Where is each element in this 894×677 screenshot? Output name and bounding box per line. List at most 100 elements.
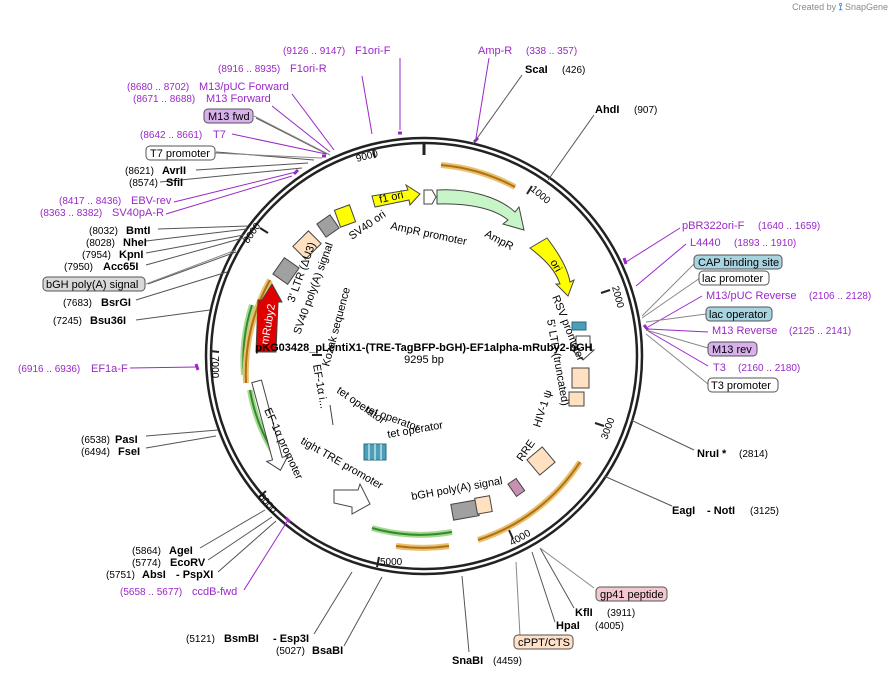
cppt-cts-box: [513, 634, 574, 650]
primer-position: (8417 .. 8436): [59, 196, 121, 207]
leader-line: [647, 330, 709, 367]
leader-line: [291, 93, 335, 151]
enzyme-name: ScaI: [525, 64, 548, 76]
rre-box: [526, 446, 556, 476]
enzyme-name: AhdI: [595, 104, 619, 116]
primer-position: (8916 .. 8935): [218, 64, 280, 75]
enzyme-position: (8574): [129, 178, 158, 189]
enzyme-position: (426): [562, 65, 585, 76]
leader-line: [253, 115, 331, 156]
primer-name: M13/pUC Reverse: [706, 290, 796, 302]
enzyme-position: (6494): [81, 447, 110, 458]
enzyme-name: AvrII: [162, 165, 186, 177]
tick-mark: [258, 490, 267, 498]
enzyme-name: Acc65I: [103, 261, 138, 273]
feature-label: Kozak sequence: [320, 286, 353, 368]
tick-mark: [594, 422, 605, 427]
leader-line: [539, 547, 575, 609]
leader-line: [145, 237, 244, 266]
tick-label: 3000: [599, 416, 617, 441]
enzyme-position: (5774): [132, 558, 161, 569]
mruby2-arrow: [255, 283, 283, 353]
tick-label: 5000: [380, 557, 403, 568]
enzyme-name: BmtI: [126, 225, 150, 237]
leader-line: [472, 74, 523, 145]
leader-line: [145, 234, 245, 254]
box-label: T7 promoter: [150, 148, 210, 160]
leader-line: [147, 251, 237, 285]
primer-name: F1ori-R: [290, 63, 327, 75]
primer-name: M13/pUC Forward: [199, 81, 289, 93]
leader-line: [195, 162, 309, 171]
primer-name: L4440: [690, 237, 721, 249]
cap-binding-site-box: [693, 254, 783, 270]
tick-label: 6000: [256, 492, 279, 516]
primer-position: (2160 .. 2180): [738, 363, 800, 374]
leader-line: [635, 243, 687, 287]
leader-line: [217, 520, 277, 573]
leader-line: [361, 75, 373, 135]
enzyme-position: (8032): [89, 226, 118, 237]
gray-block: [272, 256, 300, 286]
box-label: T3 promoter: [711, 380, 771, 392]
primer-name: ccdB-fwd: [192, 586, 237, 598]
orf-arc-line: [371, 527, 453, 536]
bgh-peach-box: [474, 495, 493, 515]
snapgene-brand-name: SnapGene: [844, 2, 888, 12]
primer-name: EBV-rev: [131, 195, 172, 207]
tet-operator-stack: [363, 443, 387, 461]
enzyme-position: (5751): [106, 570, 135, 581]
leader-line: [641, 277, 701, 319]
ltr-box: [571, 367, 590, 389]
leader-line: [145, 249, 237, 285]
enzyme-name: NruI *: [697, 448, 727, 460]
orf-arc-line: [395, 545, 450, 549]
leader-line: [547, 114, 595, 181]
leader-line: [165, 175, 293, 215]
enzyme-position: (5121): [186, 634, 215, 645]
orf-arc: [440, 162, 517, 190]
leader-line: [645, 313, 707, 323]
orf-arcs: [240, 162, 583, 551]
leader-line: [461, 575, 470, 653]
ef1a-promoter-arrow: [251, 379, 289, 471]
leader-line: [603, 475, 673, 507]
enzyme-position: (7954): [82, 250, 111, 261]
primer-name: M13 Forward: [206, 93, 271, 105]
feature-label: AmpR promoter: [389, 220, 468, 248]
leader-line: [159, 167, 303, 183]
leader-line: [255, 117, 328, 155]
feature-label: EF-1α i...: [310, 363, 330, 409]
backbone-outer-strand: [204, 136, 644, 576]
leader-line: [145, 228, 248, 242]
enzyme-name: NheI: [123, 237, 147, 249]
enzyme-position: (3125): [750, 506, 779, 517]
enzyme-name: SfiI: [166, 177, 183, 189]
gp41-box: [507, 477, 526, 498]
enzyme-position: (5027): [276, 646, 305, 657]
primer-position: (6916 .. 6936): [18, 364, 80, 375]
tick-mark: [600, 289, 611, 294]
box-label: lac operator: [709, 309, 767, 321]
box-label: CAP binding site: [698, 257, 779, 269]
tick-mark: [508, 529, 514, 540]
primer-position: (8671 .. 8688): [133, 94, 195, 105]
leader-line: [475, 57, 490, 139]
enzyme-name: - Esp3I: [273, 633, 309, 645]
m13-rev-box: [707, 341, 758, 357]
leader-line: [157, 225, 249, 230]
enzyme-name: Bsu36I: [90, 315, 126, 327]
tick-mark: [376, 556, 380, 568]
feature-label: f1 ori: [378, 189, 404, 206]
leader-line: [173, 171, 297, 203]
primer-position: (8680 .. 8702): [127, 82, 189, 93]
leader-line: [129, 366, 198, 369]
leader-line: [135, 271, 228, 301]
tick-mark: [372, 148, 376, 159]
enzyme-name: - PspXI: [176, 569, 213, 581]
primer-position: (8363 .. 8382): [40, 208, 102, 219]
primer-name: M13 Reverse: [712, 325, 777, 337]
box-label: M13 fwd: [208, 111, 250, 123]
enzyme-labels: ScaI (426) AhdI (907) NruI * (2814) EagI…: [53, 64, 779, 667]
ampr-promoter-arrow: [423, 189, 437, 205]
